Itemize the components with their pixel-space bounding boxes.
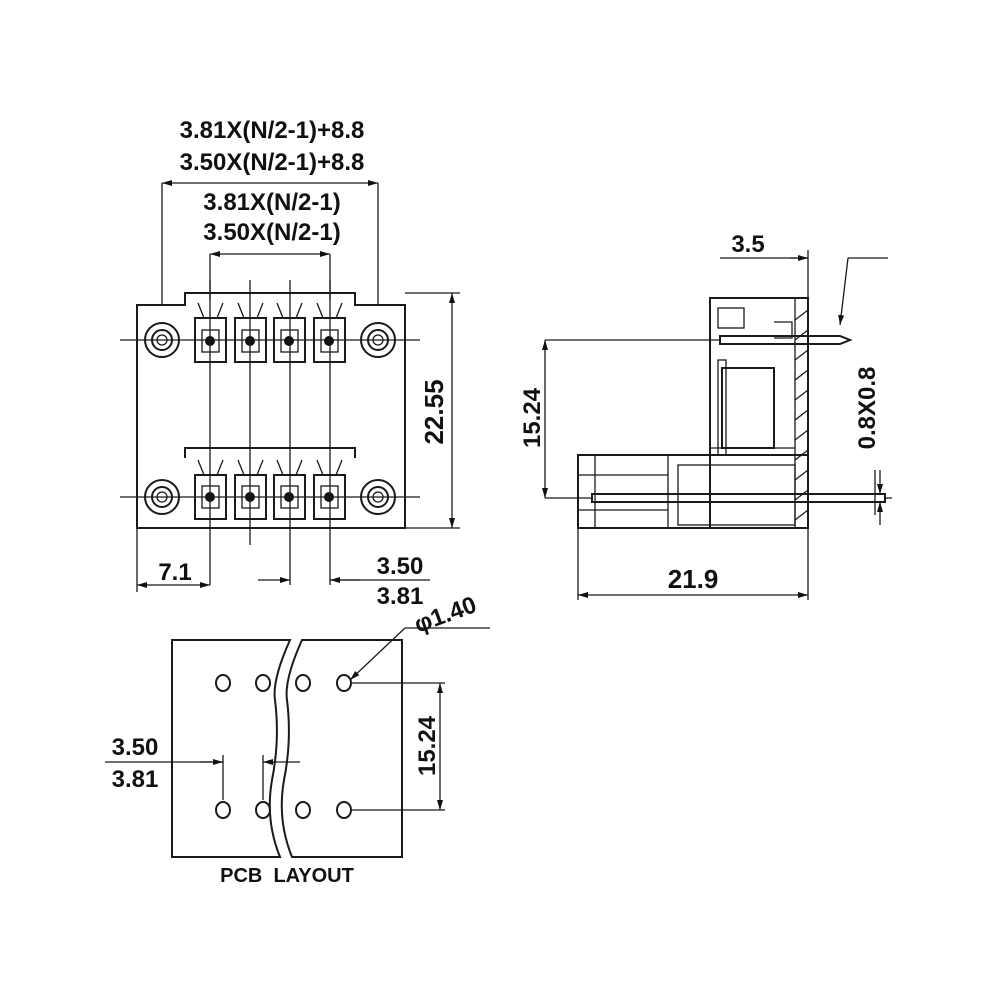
pitch-label-b: 3.81 — [377, 583, 424, 610]
pcb-hole — [255, 674, 271, 692]
connector-body-outline — [136, 292, 406, 529]
pcb-hole — [215, 674, 231, 692]
pcb-hole — [295, 801, 311, 819]
section-hatching — [794, 309, 809, 521]
hole-diameter-arrow — [349, 627, 406, 681]
pcb-layout: φ1.40 15.24 3.50 3.81 PCB LAYOUT — [105, 591, 490, 887]
pcb-pitch-label-a: 3.50 — [112, 734, 159, 761]
pin-span-label-b: 3.50X(N/2-1) — [203, 219, 340, 246]
pcb-layout-title: PCB LAYOUT — [220, 865, 354, 887]
lower-pin — [591, 493, 886, 503]
front-view: 3.81X(N/2-1)+8.8 3.50X(N/2-1)+8.8 3.81X(… — [120, 117, 460, 610]
plug-body — [577, 454, 669, 529]
contact-spring-upper — [774, 321, 793, 339]
housing-horizontal — [577, 454, 809, 529]
pcb-hole — [255, 801, 271, 819]
pcb-outline-left — [171, 639, 292, 858]
pcb-hole — [295, 674, 311, 692]
pin-size-label: 0.8X0.8 — [854, 367, 881, 450]
row-spacing-label: 15.24 — [519, 387, 546, 448]
upper-pin-row — [194, 302, 346, 363]
lower-pin-row — [194, 459, 346, 520]
depth-label: 21.9 — [668, 564, 719, 594]
center-lines — [120, 280, 420, 585]
pcb-hole — [336, 801, 352, 819]
upper-pin — [719, 335, 853, 345]
edge-to-pin-label: 7.1 — [158, 559, 191, 586]
pcb-outline-right — [280, 639, 403, 858]
pitch-label-a: 3.50 — [377, 553, 424, 580]
latch-detail — [717, 307, 745, 329]
overall-width-label-b: 3.50X(N/2-1)+8.8 — [180, 149, 365, 176]
lower-header-outline — [184, 447, 356, 458]
pcb-hole — [336, 674, 352, 692]
pin-span-label-a: 3.81X(N/2-1) — [203, 189, 340, 216]
pcb-pitch-label-b: 3.81 — [112, 766, 159, 793]
pin-top-arrow — [838, 257, 849, 326]
overall-width-label-a: 3.81X(N/2-1)+8.8 — [180, 117, 365, 144]
side-view: 3.5 15.24 0.8X0.8 — [519, 231, 892, 600]
offset-label: 3.5 — [731, 231, 764, 258]
housing-cavity — [721, 367, 775, 449]
pcb-row-spacing-label: 15.24 — [414, 715, 441, 776]
height-label: 22.55 — [419, 379, 449, 444]
pcb-hole — [215, 801, 231, 819]
